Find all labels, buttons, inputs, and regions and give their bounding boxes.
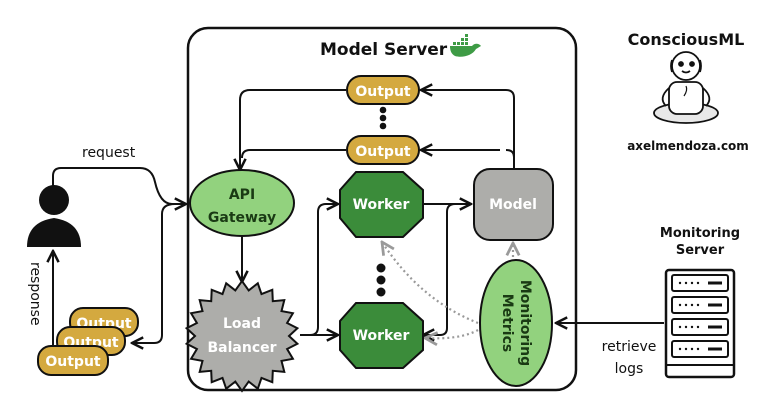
- load-balancer-node[interactable]: Load Balancer: [184, 279, 300, 393]
- retrieve-logs-label-2: logs: [615, 361, 644, 377]
- server-drive-bar: [708, 347, 722, 351]
- model-server-container: [186, 26, 578, 392]
- server-led-dot: [690, 325, 694, 329]
- client-output-stack: Output Output Output: [37, 307, 139, 376]
- monitoring-metrics-label-2: Metrics: [499, 294, 515, 352]
- user-icon: [27, 185, 81, 247]
- server-drive-bar: [708, 303, 722, 307]
- server-led-dot: [684, 303, 688, 307]
- brand-name: ConsciousML: [628, 30, 745, 49]
- client-output-1[interactable]: Output: [37, 345, 109, 376]
- server-led-dot: [678, 281, 682, 285]
- docker-icon: [450, 34, 481, 57]
- server-led-dot: [684, 325, 688, 329]
- edge-user-request: [52, 167, 186, 204]
- api-gateway-label-2: Gateway: [208, 210, 276, 226]
- retrieve-logs-label-1: retrieve: [602, 339, 657, 355]
- request-label: request: [82, 145, 136, 161]
- edge-worker-bottom-to-model: [423, 203, 456, 335]
- model-label: Model: [489, 197, 537, 213]
- edge-gateway-to-client-output: [132, 203, 176, 343]
- monitoring-server-title-1: Monitoring: [660, 226, 740, 241]
- load-balancer-label-2: Balancer: [207, 340, 276, 356]
- output-node-mid[interactable]: Output: [346, 135, 420, 165]
- load-balancer-label-1: Load: [223, 316, 261, 332]
- output-mid-label: Output: [355, 144, 411, 160]
- model-server-title: Model Server: [320, 40, 448, 60]
- server-led-dot: [690, 281, 694, 285]
- server-led-dot: [684, 281, 688, 285]
- server-led-dot: [696, 325, 700, 329]
- server-slot: [671, 274, 729, 292]
- monitoring-server-title-2: Server: [676, 243, 725, 258]
- server-led-dot: [696, 281, 700, 285]
- monitoring-metrics-label-1: Monitoring: [517, 280, 533, 366]
- response-label: response: [27, 262, 43, 326]
- server-led-dot: [690, 303, 694, 307]
- edge-model-to-output-top: [421, 90, 515, 170]
- edge-output-top-to-gateway: [240, 89, 346, 170]
- server-drive-bar: [708, 281, 722, 285]
- ellipsis-dots-outputs: [379, 106, 387, 130]
- server-slot: [671, 318, 729, 336]
- ellipsis-dots-workers: [376, 263, 386, 297]
- server-led-dot: [678, 303, 682, 307]
- server-led-dot: [678, 325, 682, 329]
- edge-model-to-output-mid: [421, 150, 516, 155]
- robot-logo-icon: [653, 51, 719, 124]
- server-slot: [671, 296, 729, 314]
- client-output-1-label: Output: [45, 354, 101, 370]
- server-drive-bar: [708, 325, 722, 329]
- server-led-dot: [678, 347, 682, 351]
- output-node-top[interactable]: Output: [346, 75, 420, 105]
- model-node[interactable]: Model: [473, 168, 554, 241]
- api-gateway-node[interactable]: API Gateway: [189, 169, 295, 237]
- server-rack-icon[interactable]: [664, 268, 736, 379]
- edge-balancer-to-worker-top: [309, 204, 338, 336]
- monitoring-metrics-node[interactable]: Monitoring Metrics: [479, 259, 553, 387]
- worker-bottom-label: Worker: [353, 328, 410, 344]
- output-top-label: Output: [355, 84, 411, 100]
- server-led-dot: [696, 347, 700, 351]
- worker-top-label: Worker: [353, 197, 410, 213]
- worker-node-bottom[interactable]: Worker: [339, 302, 424, 369]
- server-led-dot: [684, 347, 688, 351]
- worker-node-top[interactable]: Worker: [339, 171, 424, 238]
- server-led-dot: [690, 347, 694, 351]
- edge-output-mid-to-gateway: [241, 149, 346, 159]
- api-gateway-label-1: API: [229, 187, 255, 203]
- brand-url: axelmendoza.com: [627, 139, 749, 153]
- server-slot: [671, 340, 729, 358]
- server-led-dot: [696, 303, 700, 307]
